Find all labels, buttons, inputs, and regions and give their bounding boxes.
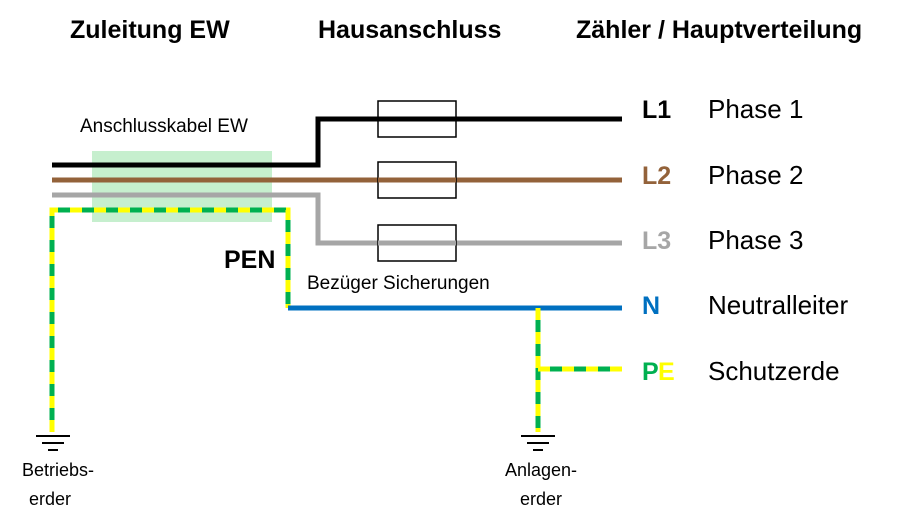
name-n: Neutralleiter bbox=[708, 290, 849, 320]
earth-left-line1: Betriebs- bbox=[22, 460, 94, 480]
code-pe-p: P bbox=[642, 358, 659, 386]
wire-pe bbox=[535, 308, 622, 432]
earth-right-line2: erder bbox=[520, 489, 562, 509]
code-pe-e: E bbox=[658, 358, 675, 386]
ground-icon-left bbox=[36, 435, 70, 451]
pen-label: PEN bbox=[224, 246, 275, 274]
header-verteilung: Zähler / Hauptverteilung bbox=[576, 16, 862, 44]
code-l3: L3 bbox=[642, 227, 671, 255]
fuse-label: Bezüger Sicherungen bbox=[307, 273, 490, 294]
code-n: N bbox=[642, 292, 660, 320]
header-zuleitung: Zuleitung EW bbox=[70, 16, 230, 44]
wire-l1 bbox=[52, 116, 622, 168]
code-l2: L2 bbox=[642, 162, 671, 190]
name-l3: Phase 3 bbox=[708, 225, 803, 255]
name-pe: Schutzerde bbox=[708, 356, 840, 386]
header-hausanschluss: Hausanschluss bbox=[318, 16, 501, 44]
earth-right-line1: Anlagen- bbox=[505, 460, 577, 480]
ground-icon-right bbox=[521, 435, 555, 451]
cable-label: Anschlusskabel EW bbox=[80, 116, 248, 137]
earth-left-line2: erder bbox=[29, 489, 71, 509]
wire-pen bbox=[49, 207, 291, 432]
name-l2: Phase 2 bbox=[708, 160, 803, 190]
name-l1: Phase 1 bbox=[708, 94, 803, 124]
code-l1: L1 bbox=[642, 96, 671, 124]
wire-l3 bbox=[52, 192, 622, 246]
